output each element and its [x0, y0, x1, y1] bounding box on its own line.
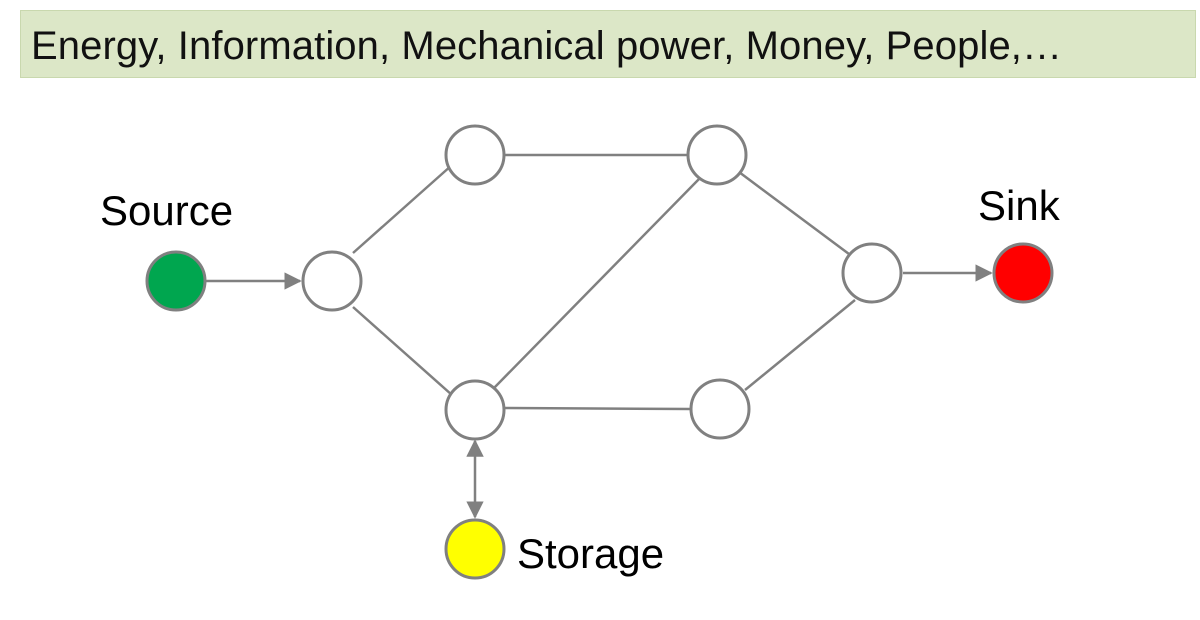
edge-n3-n5 [504, 406, 691, 411]
edge-n1-n2 [352, 164, 453, 254]
source-node [145, 250, 207, 312]
source-label: Source [100, 187, 233, 234]
storage-label: Storage [517, 530, 664, 577]
node-left-hub [301, 250, 363, 312]
node-right-hub [841, 242, 903, 304]
flow-types-text: Energy, Information, Mechanical power, M… [31, 24, 1063, 68]
node-bottom-right [689, 378, 751, 440]
edge-n5-n6 [744, 299, 856, 391]
node-top-right [686, 124, 748, 186]
node-top-left [444, 124, 506, 186]
flow-types-banner: Energy, Information, Mechanical power, M… [20, 10, 1196, 78]
sink-node [992, 242, 1054, 304]
edge-n4-n6 [738, 170, 854, 259]
edge-n1-n3 [352, 306, 453, 396]
storage-node [444, 518, 506, 580]
edge-n3-n4 [493, 177, 701, 389]
sink-label: Sink [978, 182, 1061, 229]
node-bottom-left [444, 379, 506, 441]
